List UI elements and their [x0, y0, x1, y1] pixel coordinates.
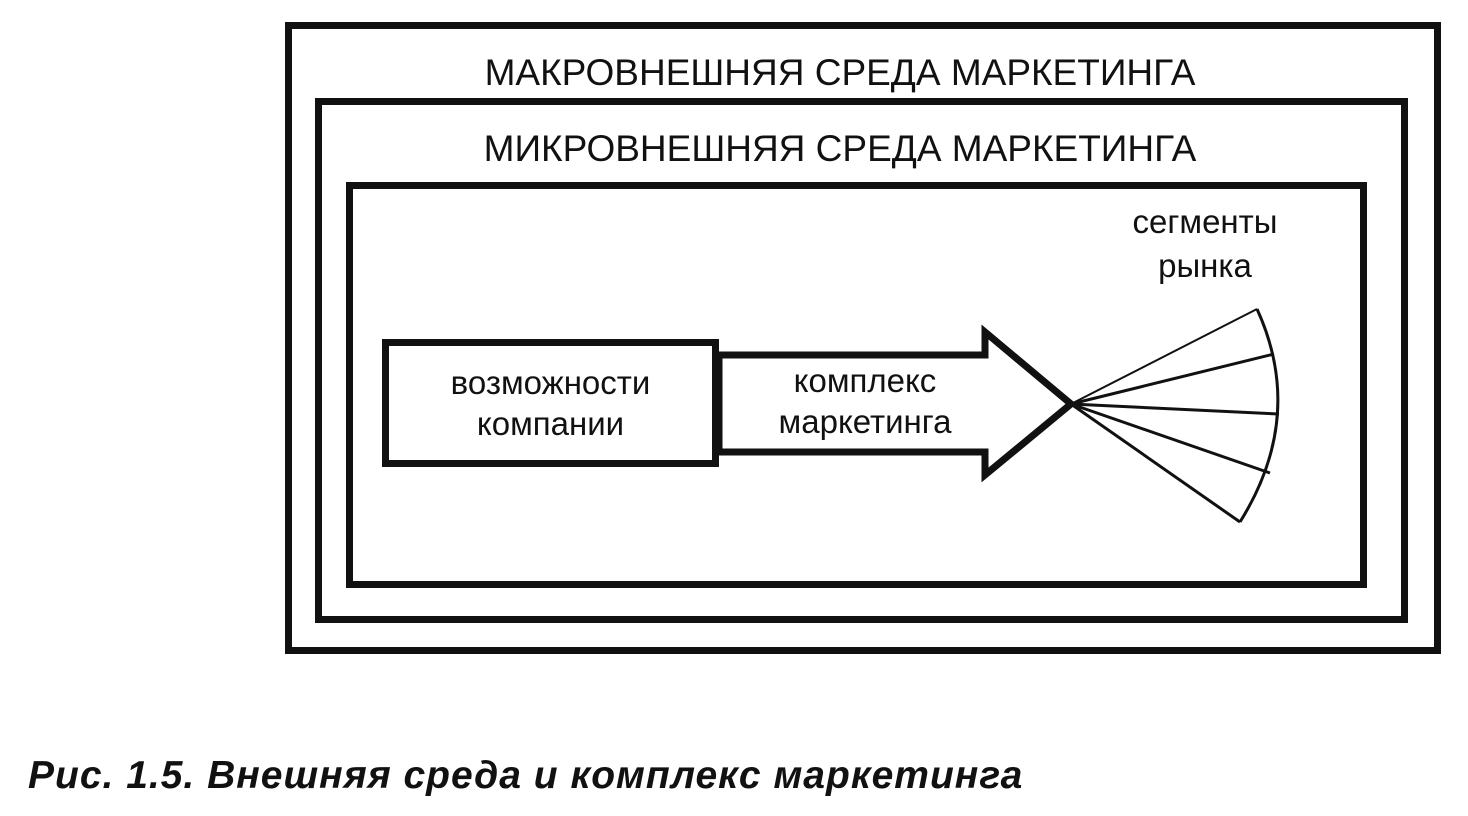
segment-ray: [1070, 352, 1275, 406]
marketing-mix-label: комплекс маркетинга: [778, 362, 952, 441]
segment-ray: [1070, 402, 1241, 524]
micro-environment-title: МИКРОВНЕШНЯЯ СРЕДА МАРКЕТИНГА: [483, 128, 1197, 169]
segment-ray: [1070, 402, 1280, 416]
market-segments-fan: [1070, 308, 1280, 524]
company-capabilities-label: возможности компании: [450, 363, 651, 442]
macro-environment-title: МАКРОВНЕШНЯЯ СРЕДА МАРКЕТИНГА: [484, 52, 1196, 93]
market-segments-label: сегменты рынка: [1132, 203, 1278, 284]
marketing-mix-arrow: [715, 324, 1077, 483]
figure-caption: Рис. 1.5. Внешняя среда и комплекс марке…: [28, 754, 1024, 797]
segment-ray: [1070, 402, 1271, 475]
segment-arc: [1238, 308, 1280, 523]
micro-environment-frame: [315, 98, 1408, 623]
macro-environment-frame: [285, 22, 1441, 654]
segment-ray: [1070, 308, 1258, 405]
company-capabilities-box: возможности компании: [382, 339, 719, 467]
company-environment-frame: [346, 182, 1367, 588]
